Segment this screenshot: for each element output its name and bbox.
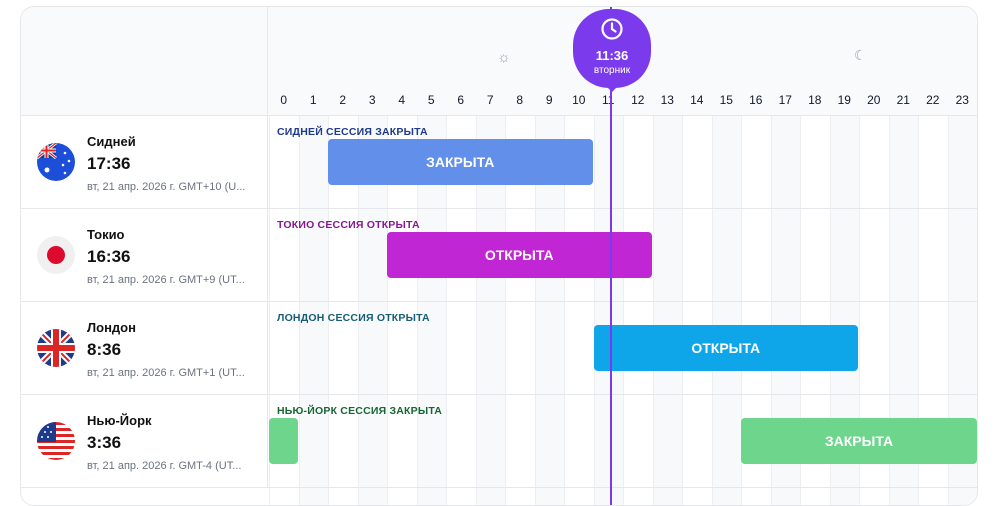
hour-gridline [829, 116, 831, 505]
session-status-label: НЬЮ-ЙОРК СЕССИЯ ЗАКРЫТА [277, 405, 443, 417]
city-time: 17:36 [87, 154, 131, 173]
hour-tick-label: 14 [690, 93, 704, 107]
uk-flag-icon [37, 329, 75, 367]
hour-shade [652, 116, 682, 505]
hour-gridline [741, 116, 742, 505]
hour-gridline [770, 116, 772, 505]
session-row: Токио 16:36 вт, 21 апр. 2026 г. GMT+9 (U… [21, 209, 977, 302]
session-bar-label: ЗАКРЫТА [824, 433, 894, 449]
hour-gridline [475, 116, 477, 505]
hour-gridline [328, 116, 329, 505]
australia-flag-icon [37, 143, 75, 181]
hour-tick-label: 3 [368, 93, 376, 107]
hour-tick-label: 18 [808, 93, 822, 107]
city-date: вт, 21 апр. 2026 г. GMT-4 (UT... [87, 460, 242, 472]
japan-flag-icon [37, 236, 75, 274]
city-date: вт, 21 апр. 2026 г. GMT+9 (UT... [87, 274, 245, 286]
city-time: 8:36 [87, 340, 122, 359]
city-date: вт, 21 апр. 2026 г. GMT+10 (U... [87, 181, 246, 193]
hour-gridline [888, 116, 890, 505]
hour-tick-label: 16 [749, 93, 763, 107]
hour-tick-label: 21 [896, 93, 910, 107]
hour-gridline [711, 116, 713, 505]
city-info: Лондон 8:36 вт, 21 апр. 2026 г. GMT+1 (U… [21, 302, 268, 394]
session-row: Нью-Йорк 3:36 вт, 21 апр. 2026 г. GMT-4 … [21, 395, 977, 488]
hour-gridline [564, 116, 565, 505]
hour-tick-label: 1 [309, 93, 317, 107]
hour-tick-label: 10 [572, 93, 586, 107]
hour-tick-label: 0 [280, 93, 288, 107]
hour-tick-label: 4 [398, 93, 406, 107]
hour-tick-label: 15 [719, 93, 733, 107]
usa-flag-icon [37, 422, 75, 460]
current-day: вторник [593, 65, 631, 76]
hour-gridline [416, 116, 418, 505]
hour-tick-label: 7 [486, 93, 494, 107]
city-time: 3:36 [87, 433, 122, 452]
hour-gridline [446, 116, 447, 505]
session-bar[interactable] [269, 418, 298, 464]
hour-tick-label: 2 [339, 93, 347, 107]
city-date: вт, 21 апр. 2026 г. GMT+1 (UT... [87, 367, 245, 379]
hour-tick-label: 17 [778, 93, 792, 107]
hour-gridline [918, 116, 919, 505]
hour-tick-label: 9 [545, 93, 553, 107]
hour-tick-label: 11 [602, 93, 615, 107]
hour-tick-label: 5 [427, 93, 435, 107]
city-info: Сидней 17:36 вт, 21 апр. 2026 г. GMT+10 … [21, 116, 268, 208]
hour-gridline [682, 116, 683, 505]
session-bar[interactable]: ЗАКРЫТА [328, 139, 593, 185]
city-name: Сидней [87, 134, 136, 149]
hour-tick-label: 6 [457, 93, 465, 107]
current-time: 11:36 [595, 48, 629, 63]
city-info: Нью-Йорк 3:36 вт, 21 апр. 2026 г. GMT-4 … [21, 395, 268, 487]
hour-tick-label: 23 [955, 93, 969, 107]
clock-icon [601, 18, 623, 40]
hour-shade [298, 116, 328, 505]
hour-gridline [269, 116, 270, 505]
hour-gridline [800, 116, 801, 505]
hour-tick-label: 8 [516, 93, 524, 107]
session-row: Лондон 8:36 вт, 21 апр. 2026 г. GMT+1 (U… [21, 302, 977, 395]
hour-tick-label: 20 [867, 93, 881, 107]
hour-gridline [652, 116, 654, 505]
sun-icon: ☼ [497, 49, 511, 66]
hour-gridline [387, 116, 388, 505]
hour-tick-label: 13 [660, 93, 674, 107]
session-status-label: СИДНЕЙ СЕССИЯ ЗАКРЫТА [277, 126, 428, 138]
city-name: Лондон [87, 320, 136, 335]
current-time-line [610, 7, 613, 505]
session-bar-label: ОТКРЫТА [691, 340, 761, 356]
hour-gridline [298, 116, 300, 505]
hour-gridline [357, 116, 359, 505]
session-bar-label: ЗАКРЫТА [426, 154, 495, 170]
hour-tick-label: 12 [631, 93, 645, 107]
moon-icon: ☾ [854, 47, 867, 63]
session-bar[interactable]: ОТКРЫТА [593, 325, 858, 371]
session-status-label: ТОКИО СЕССИЯ ОТКРЫТА [277, 219, 420, 231]
city-name: Нью-Йорк [87, 413, 152, 428]
city-name: Токио [87, 227, 125, 242]
hour-gridline [534, 116, 536, 505]
session-bar[interactable]: ЗАКРЫТА [741, 418, 977, 464]
session-status-label: ЛОНДОН СЕССИЯ ОТКРЫТА [277, 312, 430, 324]
city-time: 16:36 [87, 247, 131, 266]
city-info: Токио 16:36 вт, 21 апр. 2026 г. GMT+9 (U… [21, 209, 268, 301]
hour-gridline [505, 116, 506, 505]
session-bar[interactable]: ОТКРЫТА [387, 232, 652, 278]
session-row: Сидней 17:36 вт, 21 апр. 2026 г. GMT+10 … [21, 116, 977, 209]
hour-gridline [623, 116, 624, 505]
header-left-cell [21, 7, 268, 115]
current-time-marker: 11:36 вторник [573, 9, 651, 92]
hour-tick-label: 22 [926, 93, 940, 107]
session-bar-label: ОТКРЫТА [484, 247, 554, 263]
hour-gridline [593, 116, 595, 505]
hour-shade [711, 116, 741, 505]
hour-gridline [859, 116, 860, 505]
hour-tick-label: 19 [837, 93, 851, 107]
hour-shade [593, 116, 623, 505]
hour-gridline [947, 116, 949, 505]
